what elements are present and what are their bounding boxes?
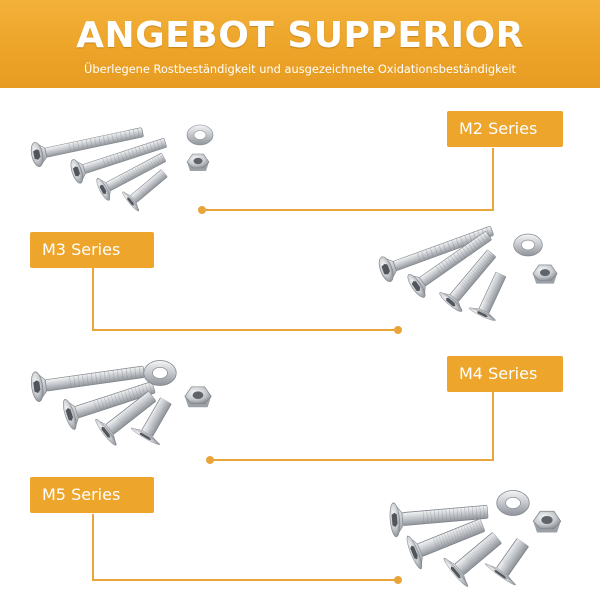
- connector-m3: [92, 268, 398, 331]
- connector-m5: [92, 514, 398, 581]
- countersunk-screw-icon: [28, 119, 146, 169]
- fastener-group-m3: [375, 217, 558, 323]
- series-label-m4: M4 Series: [447, 356, 563, 392]
- banner-subtitle: Überlegene Rostbeständigkeit und ausgeze…: [84, 62, 516, 76]
- series-label-m2: M2 Series: [447, 111, 563, 147]
- washer-icon: [143, 360, 177, 386]
- hex-nut-icon: [184, 386, 212, 408]
- series-label-m3: M3 Series: [30, 232, 154, 268]
- connector-m4: [210, 392, 494, 461]
- hex-nut-icon: [532, 264, 558, 285]
- header-banner: ANGEBOT SUPPERIOR Überlegene Rostbeständ…: [0, 0, 600, 88]
- washer-icon: [513, 233, 543, 257]
- fastener-group-m4: [29, 356, 212, 448]
- connector-dot-m4: [206, 456, 214, 464]
- fastener-group-m2: [28, 119, 214, 213]
- fastener-group-m5: [388, 490, 562, 589]
- hex-nut-icon: [532, 510, 562, 534]
- hex-nut-icon: [186, 153, 210, 172]
- washer-icon: [496, 490, 530, 516]
- series-label-m5: M5 Series: [30, 477, 154, 513]
- washer-icon: [186, 124, 214, 146]
- connector-m2: [202, 148, 494, 211]
- banner-title: ANGEBOT SUPPERIOR: [76, 15, 524, 56]
